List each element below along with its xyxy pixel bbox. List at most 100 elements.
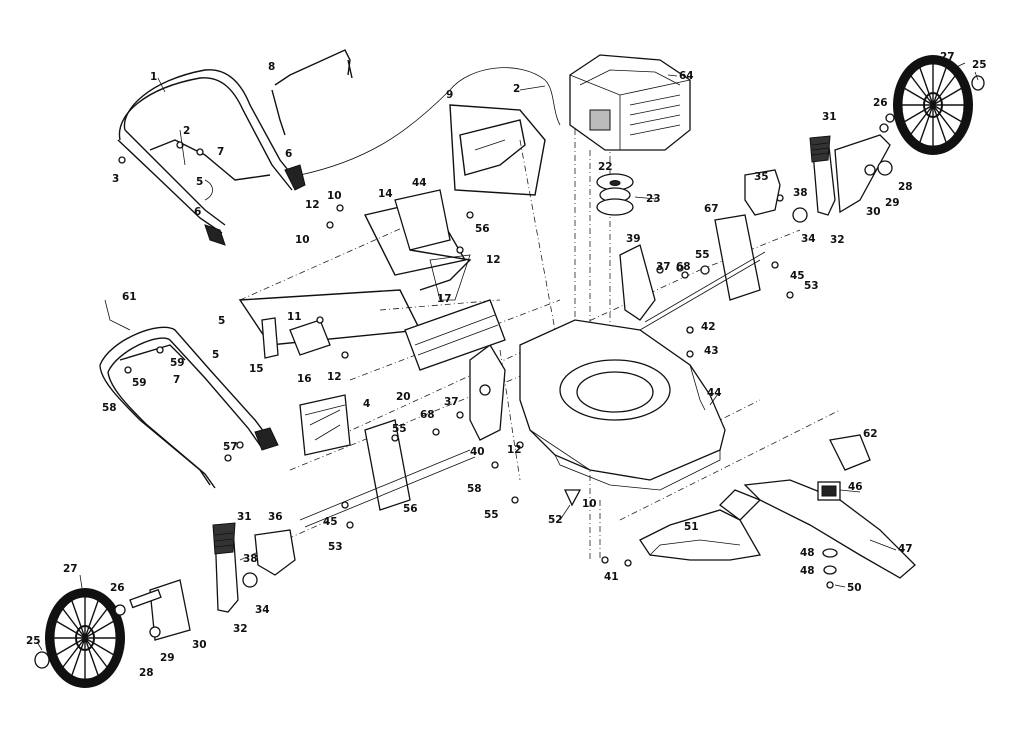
part-label: 8 <box>268 61 275 73</box>
control-bracket <box>449 104 546 196</box>
part-label: 20 <box>396 391 411 403</box>
clip-15 <box>261 317 279 359</box>
part-label: 25 <box>26 635 41 647</box>
part-label: 29 <box>160 652 175 664</box>
part-label: 47 <box>898 543 913 555</box>
mower-deck <box>519 319 726 491</box>
instruction-plate <box>299 394 351 456</box>
part-label: 35 <box>754 171 769 183</box>
part-52 <box>563 489 582 507</box>
part-label: 56 <box>403 503 418 515</box>
part-label: 43 <box>704 345 719 357</box>
part-label: 7 <box>173 374 180 386</box>
part-label: 12 <box>486 254 501 266</box>
part-label: 30 <box>192 639 207 651</box>
side-plate <box>469 344 506 441</box>
part-label: 44 <box>412 177 427 189</box>
clip-16 <box>289 319 331 356</box>
part-label: 48 <box>800 547 815 559</box>
part-label: 15 <box>249 363 264 375</box>
bracket-17 <box>429 254 471 301</box>
bolts <box>224 113 895 567</box>
height-adjuster-left <box>114 522 258 641</box>
blade <box>743 479 916 589</box>
part-label: 36 <box>268 511 283 523</box>
part-labels: 1 2 3 6 7 5 6 8 2 64 9 27 25 26 28 29 30… <box>26 51 987 679</box>
part-label: 45 <box>323 516 338 528</box>
part-label: 58 <box>467 483 482 495</box>
part-label: 12 <box>327 371 342 383</box>
part-label: 14 <box>378 188 393 200</box>
part-label: 51 <box>684 521 699 533</box>
height-adjuster-right <box>776 134 893 223</box>
part-label: 7 <box>217 146 224 158</box>
pulley <box>596 173 634 216</box>
part-label: 10 <box>295 234 310 246</box>
throttle-cable <box>299 67 561 176</box>
rear-shield <box>639 509 762 561</box>
part-label: 41 <box>604 571 619 583</box>
part-label: 11 <box>287 311 302 323</box>
part-label: 58 <box>102 402 117 414</box>
leader-lines <box>36 62 979 651</box>
part-label: 50 <box>847 582 862 594</box>
gear-plate-left <box>254 529 296 576</box>
part-label: 67 <box>704 203 719 215</box>
rear-shield-edge <box>649 539 741 556</box>
handle-hardware <box>118 129 306 246</box>
part-label: 5 <box>218 315 225 327</box>
part-label: 53 <box>804 280 819 292</box>
part-label: 45 <box>790 270 805 282</box>
upper-handle <box>117 69 301 234</box>
part-label: 42 <box>701 321 716 333</box>
lower-handle <box>99 299 279 489</box>
part-label: 26 <box>110 582 125 594</box>
part-label: 39 <box>626 233 641 245</box>
part-label: 55 <box>695 249 710 261</box>
part-label: 55 <box>392 423 407 435</box>
part-label: 2 <box>513 83 520 95</box>
part-label: 56 <box>475 223 490 235</box>
axle-bracket-right <box>639 214 766 331</box>
part-label: 38 <box>243 553 258 565</box>
center-frame <box>238 189 506 371</box>
part-label: 32 <box>233 623 248 635</box>
part-label: 26 <box>873 97 888 109</box>
part-label: 59 <box>170 357 185 369</box>
part-label: 17 <box>437 293 452 305</box>
part-label: 68 <box>420 409 435 421</box>
part-label: 55 <box>484 509 499 521</box>
axle-bracket-left <box>364 419 411 511</box>
part-label: 1 <box>150 71 157 83</box>
part-label: 27 <box>63 563 78 575</box>
part-label: 34 <box>255 604 270 616</box>
engine <box>569 54 691 151</box>
part-label: 5 <box>212 349 219 361</box>
rear-wheel-right <box>893 55 985 155</box>
part-label: 12 <box>507 444 522 456</box>
part-label: 53 <box>328 541 343 553</box>
part-label: 25 <box>972 59 987 71</box>
part-label: 37 <box>444 396 459 408</box>
shield-hinge <box>719 489 762 521</box>
part-label: 6 <box>194 206 201 218</box>
part-label: 5 <box>196 176 203 188</box>
part-label: 31 <box>822 111 837 123</box>
part-label: 37 <box>656 261 671 273</box>
part-label: 31 <box>237 511 252 523</box>
part-label: 4 <box>363 398 370 410</box>
pivot-plate <box>619 244 656 321</box>
part-label: 46 <box>848 481 863 493</box>
rear-wheel-left <box>34 588 125 688</box>
part-label: 44 <box>707 387 722 399</box>
part-label: 40 <box>470 446 485 458</box>
part-label: 22 <box>598 161 613 173</box>
part-label: 28 <box>898 181 913 193</box>
part-label: 38 <box>793 187 808 199</box>
part-label: 64 <box>679 70 694 82</box>
part-label: 62 <box>863 428 878 440</box>
part-label: 52 <box>548 514 563 526</box>
part-label: 10 <box>327 190 342 202</box>
part-label: 2 <box>183 125 190 137</box>
